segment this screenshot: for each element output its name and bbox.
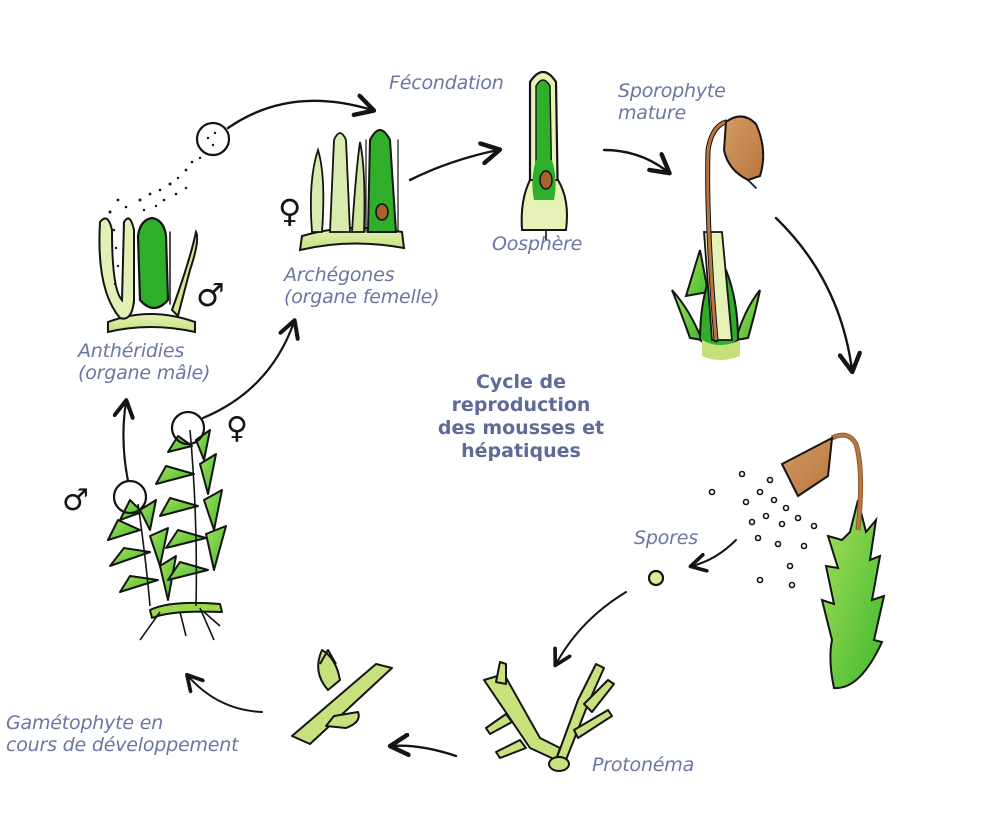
arrow-male-tip-to-antheridia (123, 402, 128, 483)
arrow-sporophyte-to-release (774, 216, 852, 370)
male-symbol-shoot: ♂ (62, 483, 89, 518)
title-line3: des mousses et (437, 417, 605, 439)
arrow-sperm-to-archegonia (226, 101, 372, 130)
single-spore (647, 569, 665, 587)
label-fecondation: Fécondation (389, 72, 504, 94)
spore-release-illustration (708, 432, 886, 690)
label-protonema: Protonéma (592, 754, 695, 776)
arrow-fecondation-to-sporophyte (602, 148, 668, 172)
label-sporophyte-line2: mature (618, 102, 686, 124)
label-spores: Spores (634, 527, 698, 549)
arrow-spore-to-protonema (556, 591, 627, 664)
arrow-female-tip-to-archegonia (201, 322, 294, 420)
label-archegones-line1: Archégones (284, 264, 395, 286)
label-archegones: Archégones (organe femelle) (284, 264, 440, 308)
archegonia-illustration (298, 129, 406, 252)
sporophyte-illustration (671, 115, 765, 360)
female-symbol-archegonia: ♀ (278, 192, 301, 230)
diagram-title: Cycle de reproduction des mousses et hép… (411, 371, 631, 463)
developing-gametophyte-illustration (291, 649, 393, 745)
arrow-protonema-to-gametophyte (392, 746, 458, 758)
protonema-illustration (483, 661, 615, 772)
arrow-archegonia-to-fecondation (408, 150, 498, 182)
male-shoot-tip-bubble (112, 479, 148, 515)
title-line2: reproduction (451, 394, 591, 416)
male-symbol-antheridia: ♂ (196, 276, 225, 314)
title-line4: hépatiques (461, 440, 581, 462)
label-antheridies-line2: (organe mâle) (78, 362, 211, 384)
fecondation-illustration (520, 70, 568, 241)
label-sporophyte-mature: Sporophyte mature (618, 80, 726, 124)
label-oosphere: Oosphère (492, 233, 583, 255)
label-antheridies-line1: Anthéridies (78, 340, 185, 362)
label-gametophyte: Gamétophyte en cours de développement (6, 712, 239, 756)
female-symbol-shoot: ♀ (226, 411, 248, 446)
antheridia-illustration (98, 121, 231, 334)
female-shoot-tip-bubble (170, 410, 206, 446)
spore-dots (708, 470, 818, 589)
label-sporophyte-line1: Sporophyte (618, 80, 726, 102)
label-gametophyte-line2: cours de développement (6, 734, 239, 756)
title-line1: Cycle de (475, 371, 567, 393)
label-archegones-line2: (organe femelle) (284, 286, 440, 308)
label-gametophyte-line1: Gamétophyte en (6, 712, 164, 734)
label-antheridies: Anthéridies (organe mâle) (78, 340, 210, 384)
arrow-to-adult-gametophyte (188, 676, 263, 713)
arrow-to-single-spore (692, 539, 737, 566)
